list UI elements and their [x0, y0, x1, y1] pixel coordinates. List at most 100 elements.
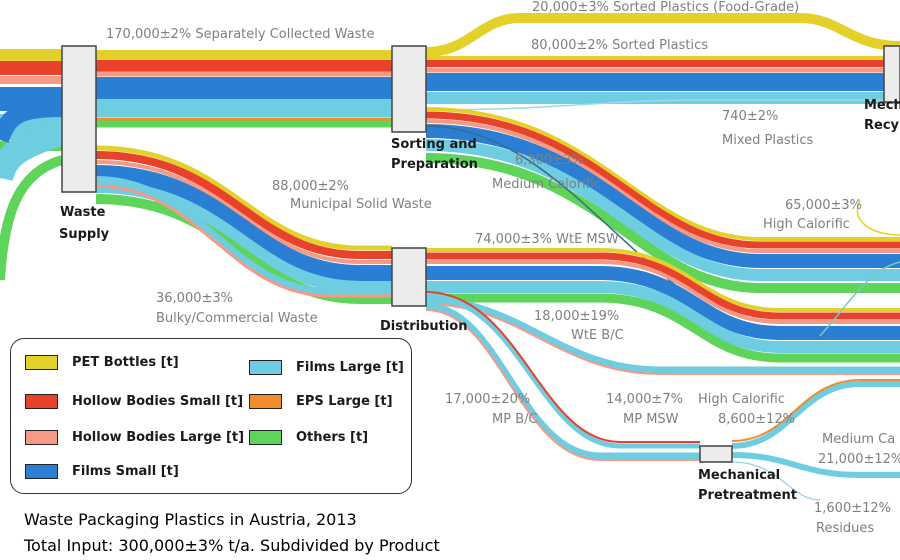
node-label-sorting: Sorting and [391, 137, 477, 152]
legend-swatch [249, 429, 282, 445]
legend-swatch [25, 463, 58, 479]
flow-label-sorted-plastics: 80,000±2% Sorted Plastics [531, 38, 708, 53]
node-label-distribution: Distribution [380, 319, 467, 334]
legend-label: Films Small [t] [72, 463, 179, 479]
flow-mp-msw-fl [425, 293, 700, 449]
flow-label-wte-bc-value: 18,000±19% [534, 309, 619, 324]
legend-label: EPS Large [t] [296, 393, 393, 409]
flow-label-residues-value: 1,600±12% [814, 501, 891, 516]
flow-label-high2-value: 8,600±12% [718, 412, 795, 427]
legend-label: Others [t] [296, 429, 369, 445]
flow-wte-msw-fl [426, 281, 900, 353]
flow-sorted-food-grade [425, 13, 900, 57]
node-waste-supply [61, 45, 97, 193]
legend-item-others: Others [t] [249, 426, 368, 448]
diagram-subtitle: Total Input: 300,000±3% t/a. Subdivided … [24, 536, 440, 555]
flow-mp-bc-fl [425, 302, 700, 460]
node-label-supply: Supply [59, 227, 110, 242]
node-sorting-preparation [391, 45, 427, 133]
flow-wte-msw-hbl [426, 260, 900, 324]
flow-mp-bc-hbl [425, 309, 700, 461]
flow-wte-msw-pet [426, 248, 900, 312]
flow-label-mp-msw-value: 14,000±7% [606, 392, 683, 407]
flow-wte-bc-hbl [425, 303, 900, 375]
flow-input-curve-fl [0, 119, 67, 182]
flow-mech-residues [731, 461, 821, 501]
flow-label-high-label: High Calorific [763, 217, 850, 232]
flow-label-medium-value: 6,300±3% [515, 153, 584, 168]
legend-swatch [249, 393, 282, 409]
node-label-mech-recycling-1: Mech [864, 98, 900, 113]
node-label-waste: Waste [60, 205, 106, 220]
legend-item-hollow-bodies-small: Hollow Bodies Small [t] [25, 390, 243, 412]
flow-mech-medium-calorific [731, 452, 900, 478]
flow-input-curve-fs [0, 99, 63, 144]
legend-label: PET Bottles [t] [72, 354, 179, 370]
legend-swatch [25, 354, 58, 370]
node-mechanical-pretreatment [699, 445, 733, 463]
flow-label-bulky-value: 36,000±3% [156, 291, 233, 306]
flow-label-mp-msw-label: MP MSW [623, 412, 679, 427]
flow-mixed-plastics [425, 99, 900, 111]
flow-bulky-fl [95, 176, 392, 296]
legend-label: Hollow Bodies Large [t] [72, 429, 245, 445]
flow-high-calorific-hbl [425, 119, 900, 253]
legend-swatch [25, 393, 58, 409]
flow-wte-msw-fs [426, 266, 900, 340]
flow-label-msw-label: Municipal Solid Waste [290, 197, 432, 212]
node-mech-recycling [883, 45, 900, 103]
legend-item-films-small: Films Small [t] [25, 460, 179, 482]
flow-mech-high-calorific-fl [731, 381, 900, 449]
flow-wte-msw-oth [426, 293, 900, 363]
node-label-pretreatment: Pretreatment [698, 488, 797, 503]
flow-high-calorific-fs [425, 124, 900, 268]
legend-label: Films Large [t] [296, 359, 404, 375]
flow-mp-msw-hbs [425, 291, 700, 443]
legend-item-pet-bottles: PET Bottles [t] [25, 351, 179, 373]
flow-high-calorific-fl [425, 139, 900, 281]
flow-return-curve-pet [856, 199, 900, 236]
flow-input-curve-oth [0, 155, 64, 281]
flow-label-medium-label: Medium Calorific [492, 177, 601, 192]
flow-label-high2-label: High Calorific [698, 392, 785, 407]
flow-label-sorted-food: 20,000±3% Sorted Plastics (Food-Grade) [532, 0, 799, 15]
diagram-title: Waste Packaging Plastics in Austria, 201… [24, 510, 357, 529]
flow-label-wte-msw: 74,000±3% WtE MSW [475, 232, 619, 247]
legend-item-eps-large: EPS Large [t] [249, 390, 393, 412]
flow-label-mp-bc-label: MP B/C [492, 412, 538, 427]
flow-return-curve [819, 261, 900, 337]
legend-label: Hollow Bodies Small [t] [72, 393, 244, 409]
flow-msw-hbs [95, 151, 392, 259]
flow-msw-hbl [95, 160, 392, 264]
flow-label-residues-label: Residues [816, 521, 874, 536]
legend-item-films-large: Films Large [t] [249, 356, 404, 378]
flow-label-bulky-label: Bulky/Commercial Waste [156, 311, 318, 326]
flow-label-high-value: 65,000±3% [785, 198, 862, 213]
flow-label-mixed-value: 740±2% [722, 109, 778, 124]
flow-wte-msw-hbs [426, 252, 900, 320]
process-nodes [61, 45, 900, 463]
node-label-preparation: Preparation [391, 157, 478, 172]
flow-label-mp-bc-value: 17,000±20% [445, 392, 530, 407]
node-label-mech-recycling-2: Recy [864, 118, 900, 133]
flow-high-calorific-pet [425, 107, 900, 241]
node-distribution [391, 247, 427, 307]
flow-label-mixed-label: Mixed Plastics [722, 133, 814, 148]
legend: PET Bottles [t] Hollow Bodies Small [t] … [10, 338, 412, 494]
flow-bands [0, 13, 900, 501]
flow-bulky-hbl [95, 184, 392, 298]
flow-label-msw-value: 88,000±2% [272, 179, 349, 194]
flow-high-calorific-hbs [425, 111, 900, 249]
legend-swatch [249, 359, 282, 375]
flow-high-calorific-oth [425, 153, 900, 293]
legend-item-hollow-bodies-large: Hollow Bodies Large [t] [25, 426, 244, 448]
legend-swatch [25, 429, 58, 445]
flow-label-wte-bc-label: WtE B/C [571, 328, 624, 343]
flow-label-separately-collected: 170,000±2% Separately Collected Waste [106, 27, 374, 42]
flow-label-medium2-label: Medium Ca [822, 432, 895, 447]
flow-msw-pet [95, 145, 392, 251]
flow-msw-fs [95, 165, 392, 281]
flow-mech-high-calorific-eps [731, 379, 900, 442]
node-label-mechanical: Mechanical [698, 468, 780, 483]
